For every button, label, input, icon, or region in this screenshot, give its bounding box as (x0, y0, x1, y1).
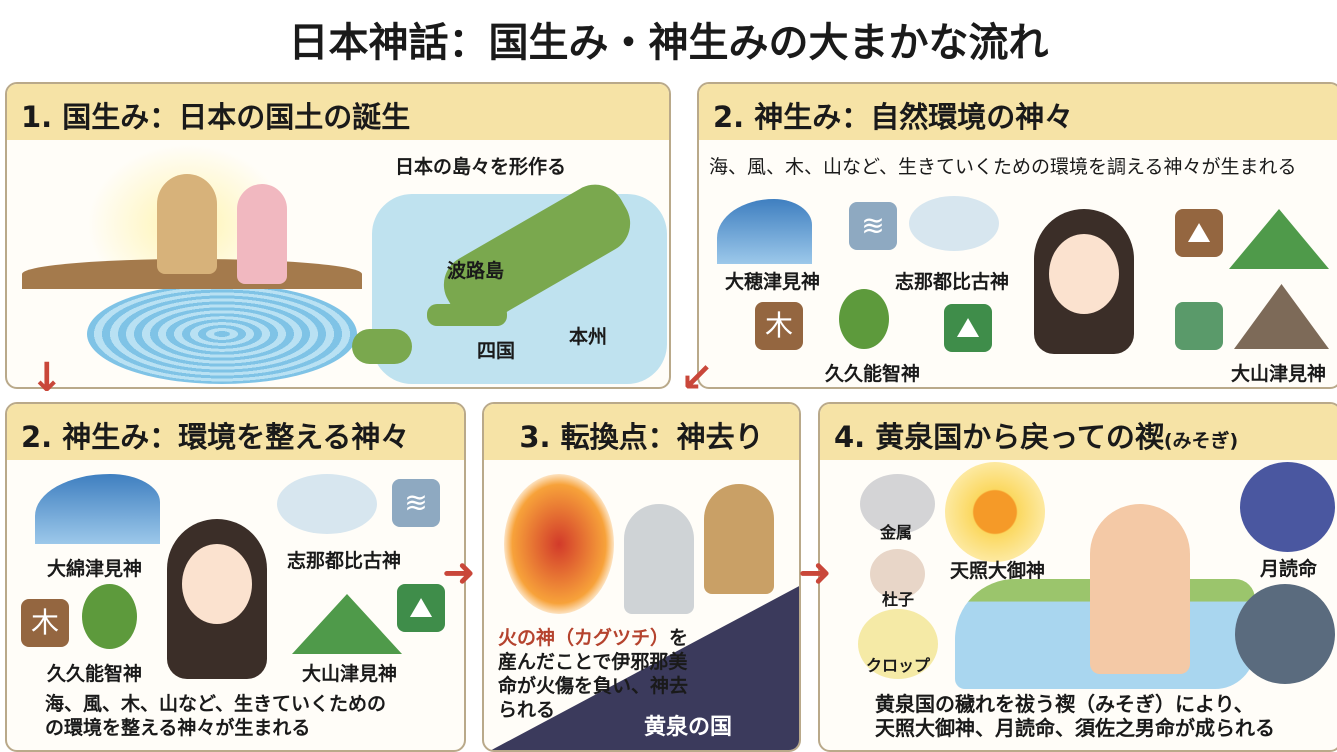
wind-icon: ≋ (392, 479, 440, 527)
text-line: 命が火傷を負い、神去 (498, 675, 689, 697)
caption-line: 天照大御神、月読命、須佐之男命が成られる (875, 716, 1275, 740)
panel-kamiumi-environment: 2. 神生み：環境を整える神々 大綿津見神 ≋ 志那都比古神 木 久久能智神 ⛰… (5, 402, 466, 752)
god-label: 大綿津見神 (47, 558, 143, 580)
flow-arrow: ➜ (798, 550, 832, 596)
cycle-label: 金属 (880, 523, 913, 542)
soil-icon (870, 549, 925, 599)
island-label: 本州 (569, 326, 608, 348)
panel-kamisari: 3. 転換点：神去り 火の神（カグツチ）を 産んだことで伊邪那美 命が火傷を負い… (482, 402, 801, 752)
mountain-icon: ⛰ (397, 584, 445, 632)
text-fragment: を (669, 627, 689, 649)
panel-caption: 海、風、木、山など、生きていくための環境を調える神々が生まれる (709, 156, 1297, 178)
cloud-icon (909, 196, 999, 251)
header-text: 4. 黄泉国から戻っての禊 (834, 420, 1164, 454)
susanoo-icon (1235, 584, 1335, 684)
god-label: 久久能智神 (825, 363, 921, 385)
tree-icon-badge: 木 (21, 599, 69, 647)
panel-misogi: 4. 黄泉国から戻っての禊(みそぎ) 金属 杜子 クロップ 天照大御神 月読命 … (818, 402, 1337, 752)
cloud-icon (277, 474, 377, 534)
mountain-icon: ⛰ (1175, 209, 1223, 257)
god-label: 大山津見神 (1231, 363, 1327, 385)
header-reading: (みそぎ) (1163, 430, 1239, 452)
panel-kuniumi: 1. 国生み：日本の国土の誕生 日本の島々を形作る 波路島 四国 本州 (5, 82, 671, 389)
god-label: 志那都比古神 (895, 271, 1010, 293)
map-caption: 日本の島々を形作る (395, 156, 567, 178)
caption-line: の環境を整える神々が生まれる (45, 717, 311, 739)
goddess-face (182, 544, 252, 624)
panel-header: 4. 黄泉国から戻っての禊(みそぎ) (820, 404, 1337, 460)
izanami-figure (624, 504, 694, 614)
wave-icon (717, 199, 812, 264)
izanami-figure (237, 184, 287, 284)
god-label: 大山津見神 (302, 663, 398, 685)
underworld-label: 黄泉の国 (644, 715, 733, 740)
panel-caption: 黄泉国の穢れを祓う禊（みそぎ）により、 天照大御神、月読命、須佐之男命が成られる (875, 692, 1275, 740)
panel-header: 3. 転換点：神去り (484, 404, 799, 460)
island-label: 波路島 (447, 260, 505, 282)
panel-header: 2. 神生み：自然環境の神々 (699, 84, 1337, 140)
god-label: 久久能智神 (47, 663, 143, 685)
caption-line: 海、風、木、山など、生きていくための (45, 693, 387, 715)
sun-icon (945, 462, 1045, 562)
panel-kamiumi-nature: 2. 神生み：自然環境の神々 海、風、木、山など、生きていくための環境を調える神… (697, 82, 1337, 389)
wood-icon (1175, 302, 1223, 350)
whirlpool-icon (87, 284, 357, 384)
island-label: 四国 (477, 340, 516, 362)
tree-icon (82, 584, 137, 649)
izanagi-bathing-figure (1090, 504, 1190, 674)
wind-icon: ≋ (849, 202, 897, 250)
panel-text: 火の神（カグツチ）を 産んだことで伊邪那美 命が火傷を負い、神去 られる (498, 626, 688, 722)
mountain-image (292, 594, 402, 654)
panel-caption: 海、風、木、山など、生きていくための の環境を整える神々が生まれる (45, 692, 386, 740)
panel-header: 2. 神生み：環境を整える神々 (7, 404, 464, 460)
rock-mountain-icon (1234, 284, 1329, 349)
mountain-icon: ⛰ (944, 304, 992, 352)
fire-god-figure (504, 474, 614, 614)
izanagi-figure (704, 484, 774, 594)
kyushu-island (352, 329, 412, 364)
text-line: 産んだことで伊邪那美 (498, 651, 688, 673)
green-mountain-icon (1229, 209, 1329, 269)
moon-god-label: 月読命 (1260, 558, 1318, 580)
flow-arrow: ↓ (30, 355, 64, 401)
izanagi-figure (157, 174, 217, 274)
flow-arrow: ↙ (680, 355, 714, 401)
crop-icon (858, 609, 938, 679)
tree-icon (839, 289, 889, 349)
metal-icon (860, 474, 935, 534)
flow-arrow: ➜ (442, 550, 476, 596)
god-label: 志那都比古神 (287, 550, 402, 572)
god-label: 大穂津見神 (725, 271, 821, 293)
fire-god-name: 火の神（カグツチ） (498, 627, 670, 649)
wave-icon (35, 474, 160, 544)
shikoku-island (427, 304, 507, 326)
moon-icon (1240, 462, 1335, 552)
caption-line: 黄泉国の穢れを祓う禊（みそぎ）により、 (875, 692, 1254, 716)
page-title: 日本神話：国生み・神生みの大まかな流れ (288, 20, 1049, 66)
cycle-label: クロップ (866, 656, 931, 675)
goddess-face (1049, 234, 1119, 314)
sun-god-label: 天照大御神 (950, 560, 1046, 582)
text-line: られる (498, 699, 556, 721)
tree-icon-badge: 木 (755, 302, 803, 350)
panel-header: 1. 国生み：日本の国土の誕生 (7, 84, 669, 140)
cycle-label: 杜子 (882, 590, 915, 609)
